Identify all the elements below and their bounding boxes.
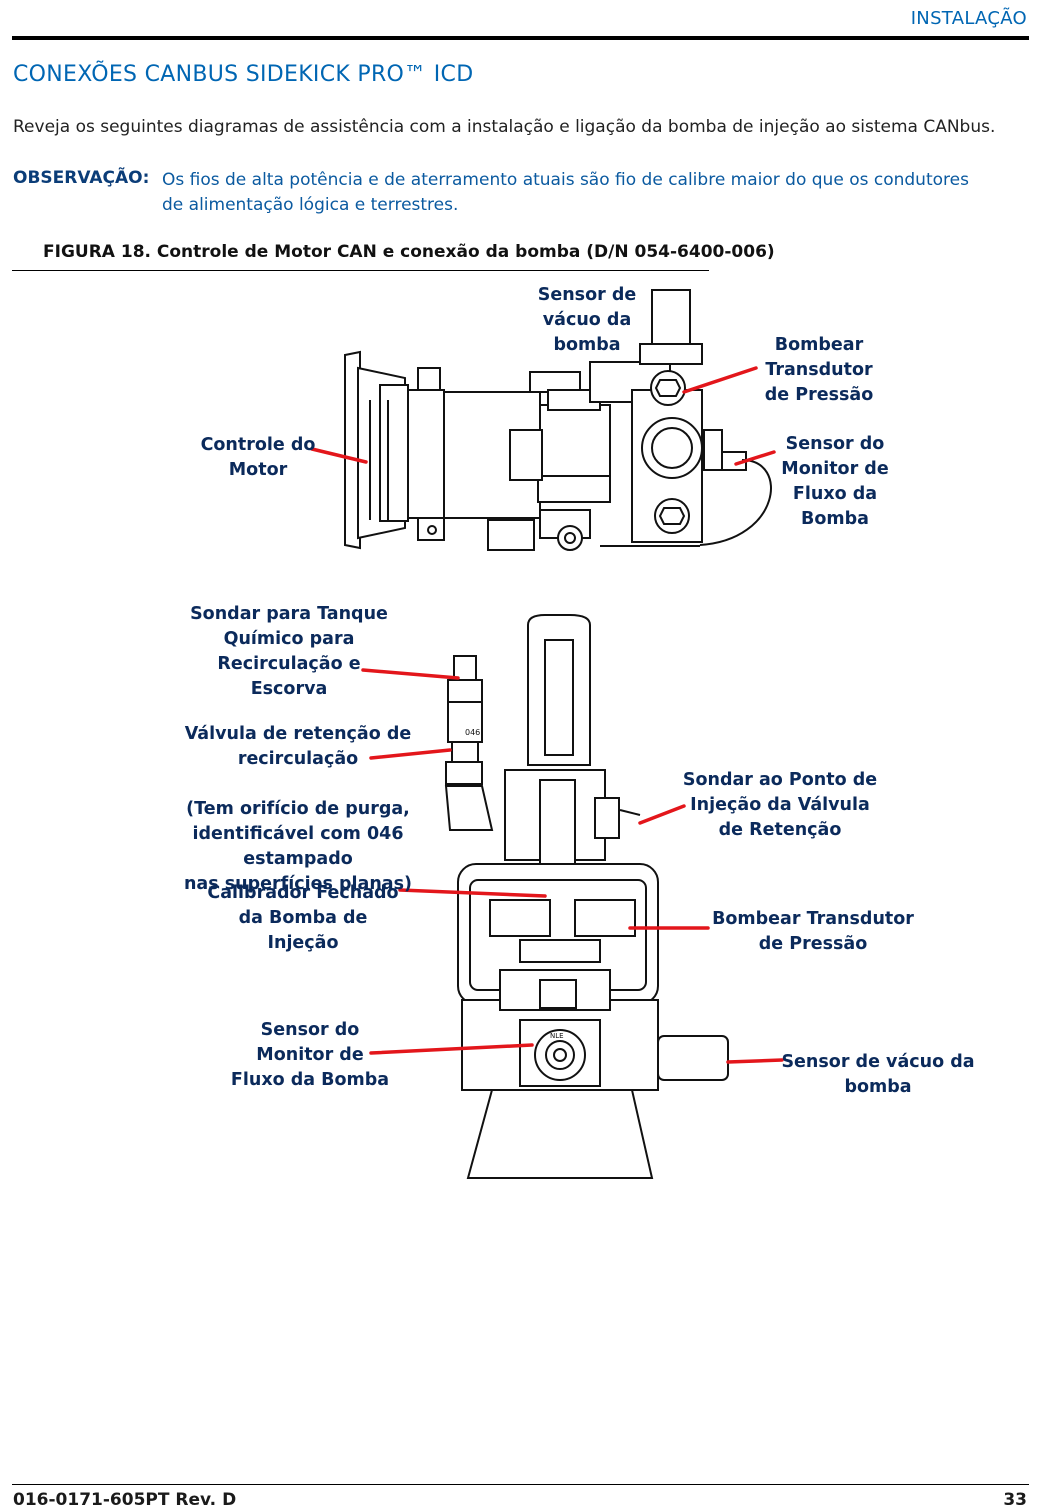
- leader-lines: [310, 366, 784, 1064]
- footer-rule: [12, 1484, 1029, 1485]
- callout-bottom-vacuum-sensor: Sensor de vácuo da bomba: [781, 1052, 975, 1097]
- leader-injection-point: [638, 804, 686, 825]
- leader-calibrator: [398, 888, 547, 898]
- page-title: CONEXÕES CANBUS SIDEKICK PRO™ ICD: [13, 62, 474, 87]
- leader-top-pressure: [682, 366, 758, 394]
- caption-rule: [12, 270, 709, 271]
- leader-motor-control: [310, 447, 368, 464]
- note-line-1: Os fios de alta potência e de aterrament…: [162, 170, 969, 190]
- leader-bottom-vacuum: [726, 1058, 784, 1064]
- pump-body-bottom: [457, 769, 729, 1179]
- pump-head-top: [487, 289, 772, 551]
- footer-page-number: 33: [1003, 1490, 1027, 1510]
- callout-bottom-flow-monitor: Sensor do Monitor de Fluxo da Bomba: [230, 1020, 390, 1090]
- section-header: INSTALAÇÃO: [910, 8, 1027, 29]
- note-label: OBSERVAÇÃO:: [13, 168, 150, 188]
- leader-top-flow: [734, 450, 776, 466]
- callout-top-pressure-transducer: Bombear Transdutor de Pressão: [764, 335, 874, 405]
- callout-check-valve: Válvula de retenção de recirculação: [184, 724, 412, 769]
- vacuum-sensor-cylinder: [527, 614, 591, 766]
- leader-probe-tank: [361, 668, 460, 680]
- note-text: Os fios de alta potência e de aterrament…: [162, 168, 1022, 218]
- note-line-2: de alimentação lógica e terrestres.: [162, 195, 459, 215]
- callout-motor-control: Controle do Motor: [200, 435, 316, 480]
- motor-control-housing: [344, 350, 445, 550]
- recirc-fitting: [444, 655, 494, 831]
- badge-nle: NLE: [550, 1032, 564, 1040]
- leader-check-valve: [369, 748, 452, 760]
- callout-injection-point: Sondar ao Ponto de Injeção da Válvula de…: [682, 770, 878, 840]
- header-rule: [12, 36, 1029, 40]
- intro-paragraph: Reveja os seguintes diagramas de assistê…: [13, 117, 996, 137]
- figure-caption: FIGURA 18. Controle de Motor CAN e conex…: [43, 242, 775, 262]
- callout-bottom-pressure-transducer: Bombear Transdutor de Pressão: [712, 909, 914, 954]
- leader-bottom-flow: [369, 1043, 534, 1055]
- callout-top-vacuum-sensor: Sensor de vácuo da bomba: [537, 285, 637, 355]
- stamp-046: 046: [465, 728, 480, 737]
- callout-bleed-orifice: (Tem orifício de purga, identificável co…: [183, 799, 413, 894]
- callout-probe-tank: Sondar para Tanque Químico para Recircul…: [190, 604, 388, 699]
- footer-doc-number: 016-0171-605PT Rev. D: [13, 1490, 237, 1510]
- callout-calibrator: Calibrador Fechado da Bomba de Injeção: [207, 883, 399, 953]
- callout-top-flow-monitor: Sensor do Monitor de Fluxo da Bomba: [781, 434, 889, 529]
